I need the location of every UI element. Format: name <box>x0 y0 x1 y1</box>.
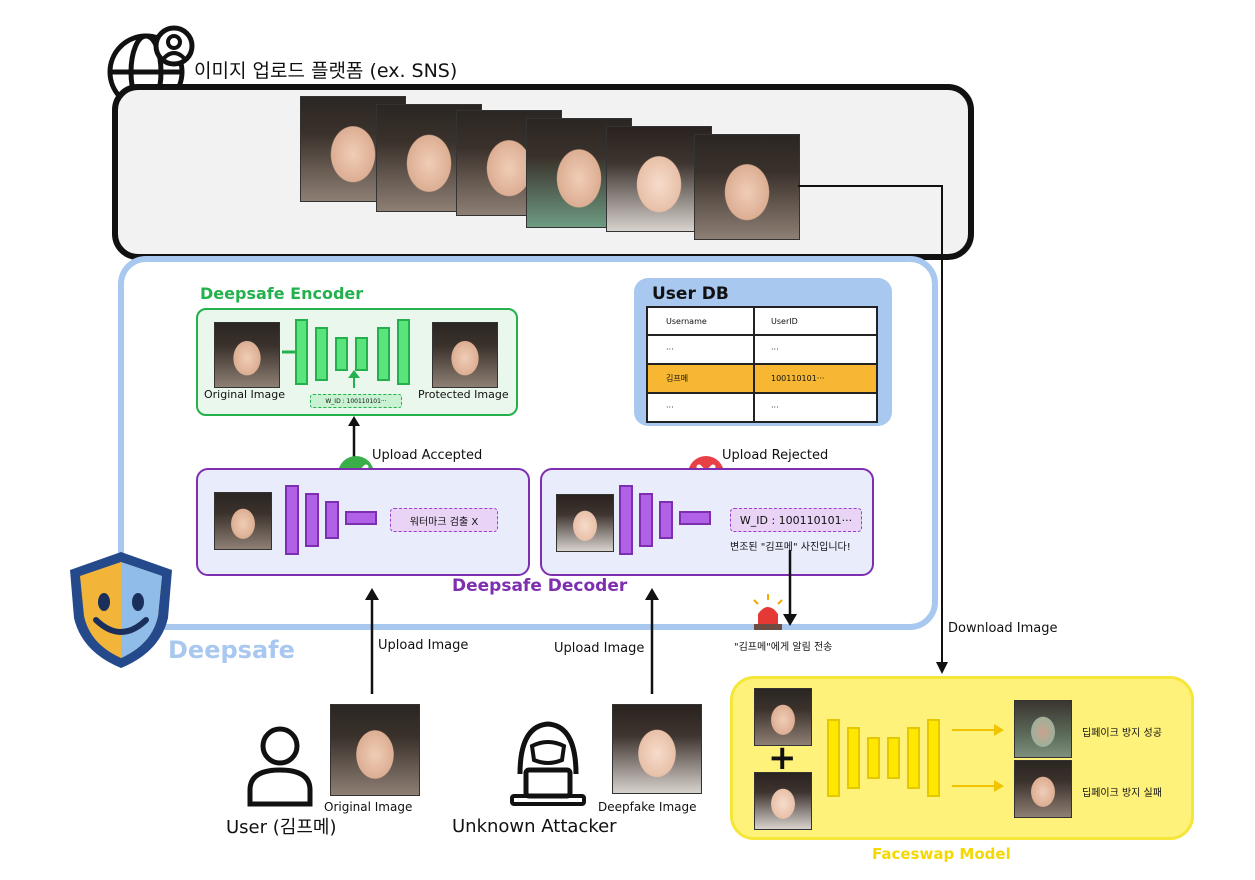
siren-icon <box>753 594 783 630</box>
upload-rejected-label: Upload Rejected <box>722 448 829 463</box>
faceswap-input-photo-1 <box>754 688 812 746</box>
faceswap-input-photo-2 <box>754 772 812 830</box>
table-cell: 100110101··· <box>753 363 878 394</box>
encoder-original-photo <box>214 322 280 388</box>
encoder-network <box>282 319 410 388</box>
table-row: ··· ··· <box>646 334 878 365</box>
alert-arrow <box>783 550 797 626</box>
download-image-label: Download Image <box>948 621 1058 636</box>
decoder-title: Deepsafe Decoder <box>452 576 628 596</box>
user-db-table: Username UserID ··· ··· 김프메 100110101···… <box>646 306 878 423</box>
faceswap-success-label: 딥페이크 방지 성공 <box>1082 728 1162 739</box>
attacker-name: Unknown Attacker <box>452 816 617 837</box>
platform-photo-6 <box>694 134 800 240</box>
table-row: ··· ··· <box>646 392 878 423</box>
user-name: User (김프메) <box>226 817 337 838</box>
user-db-title: User DB <box>652 284 729 304</box>
upload-image-user-label: Upload Image <box>378 638 469 653</box>
decoder-attacker-photo <box>556 494 614 552</box>
faceswap-output-fail-photo <box>1014 760 1072 818</box>
tampered-message: 변조된 "김프메" 사진입니다! <box>730 542 851 553</box>
decoder-network-user <box>285 485 377 555</box>
faceswap-network <box>827 719 1004 797</box>
deepsafe-brand: Deepsafe <box>168 636 295 664</box>
upload-arrow-attacker <box>645 588 659 694</box>
table-cell: 김프메 <box>646 363 755 394</box>
table-cell: ··· <box>753 392 878 423</box>
table-cell: ··· <box>753 334 878 365</box>
alert-label: "김프메"에게 알림 전송 <box>734 642 833 653</box>
user-db-header-userid: UserID <box>753 306 878 336</box>
faceswap-output-success-photo <box>1014 700 1072 758</box>
table-cell: ··· <box>646 392 755 423</box>
encoder-wid-pill: W_ID : 100110101··· <box>310 394 402 408</box>
decoder-network-attacker <box>619 485 711 555</box>
detected-wid-pill: W_ID : 100110101··· <box>730 508 862 532</box>
upload-arrow-user <box>365 588 379 694</box>
table-row-highlighted: 김프메 100110101··· <box>646 363 878 394</box>
shield-face-icon <box>70 552 172 668</box>
user-image-label: Original Image <box>324 800 413 814</box>
platform-photo-5 <box>606 126 712 232</box>
table-cell: ··· <box>646 334 755 365</box>
no-watermark-pill: 워터마크 검출 X <box>390 508 498 532</box>
attacker-deepfake-photo <box>612 704 702 794</box>
encoder-protected-photo <box>432 322 498 388</box>
attacker-image-label: Deepfake Image <box>598 800 697 814</box>
decoder-user-photo <box>214 492 272 550</box>
no-watermark-label: 워터마크 검출 X <box>409 516 479 528</box>
hacker-icon <box>510 721 586 806</box>
faceswap-plus: + <box>768 738 797 778</box>
encoder-protected-label: Protected Image <box>418 388 509 401</box>
user-db-header-row: Username UserID <box>646 306 878 336</box>
user-original-photo <box>330 704 420 796</box>
upload-image-attacker-label: Upload Image <box>554 641 645 656</box>
platform-title: 이미지 업로드 플랫폼 (ex. SNS) <box>194 60 458 82</box>
detected-wid-label: W_ID : 100110101··· <box>739 513 853 527</box>
download-arrow <box>798 185 948 674</box>
faceswap-fail-label: 딥페이크 방지 실패 <box>1082 788 1162 799</box>
encoder-wid-label: W_ID : 100110101··· <box>325 397 387 405</box>
user-db-header-username: Username <box>646 306 755 336</box>
user-icon <box>247 726 313 807</box>
upload-accepted-label: Upload Accepted <box>372 448 483 463</box>
faceswap-title: Faceswap Model <box>872 845 1011 863</box>
encoder-original-label: Original Image <box>204 388 285 401</box>
encoder-title: Deepsafe Encoder <box>200 284 364 303</box>
